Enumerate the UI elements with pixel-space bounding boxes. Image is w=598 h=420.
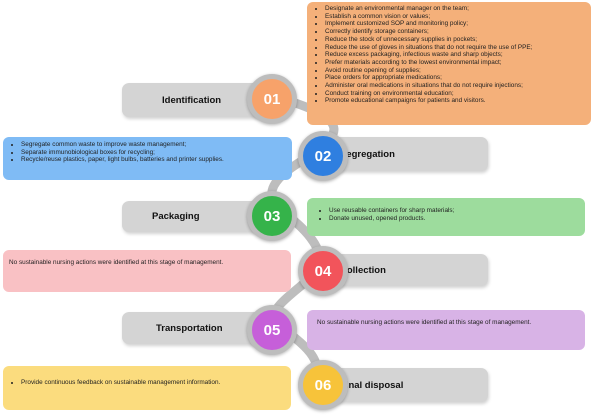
segregation-actions-list: Segregate common waste to improve waste …	[9, 141, 286, 164]
list-item: Establish a common vision or values;	[325, 13, 587, 21]
step-03-circle: 03	[247, 191, 297, 241]
list-item: Recycle/reuse plastics, paper, light bul…	[21, 156, 286, 164]
list-item: Provide continuous feedback on sustainab…	[21, 379, 285, 387]
segregation-actions-box: Segregate common waste to improve waste …	[3, 137, 292, 180]
list-item: Prefer materials according to the lowest…	[325, 59, 587, 67]
list-item: Administer oral medications in situation…	[325, 82, 587, 90]
final-disposal-actions-list: Provide continuous feedback on sustainab…	[9, 379, 285, 387]
list-item: Conduct training on environmental educat…	[325, 90, 587, 98]
list-item: Donate unused, opened products.	[329, 215, 579, 223]
list-item: Place orders for appropriate medications…	[325, 74, 587, 82]
step-02-circle: 02	[298, 131, 348, 181]
transportation-note: No sustainable nursing actions were iden…	[317, 319, 532, 326]
step-05-number: 05	[263, 321, 281, 339]
list-item: Reduce the use of gloves in situations t…	[325, 44, 587, 52]
final-disposal-label-text: Final disposal	[340, 379, 404, 391]
segregation-label-text: Segregation	[340, 148, 395, 160]
step-06-circle: 06	[298, 360, 348, 410]
identification-actions-list: Designate an environmental manager on th…	[313, 5, 587, 105]
step-01-number: 01	[263, 90, 281, 108]
step-04-number: 04	[314, 262, 332, 280]
collection-note-box: No sustainable nursing actions were iden…	[3, 250, 291, 292]
step-03-number: 03	[263, 207, 281, 225]
step-06-number: 06	[314, 376, 332, 394]
step-04-circle: 04	[298, 246, 348, 296]
list-item: Designate an environmental manager on th…	[325, 5, 587, 13]
transportation-label-text: Transportation	[156, 322, 223, 334]
packaging-label-text: Packaging	[152, 211, 200, 222]
list-item: Reduce excess packaging, infectious wast…	[325, 51, 587, 59]
list-item: Separate immunobiological boxes for recy…	[21, 149, 286, 157]
list-item: Segregate common waste to improve waste …	[21, 141, 286, 149]
identification-actions-box: Designate an environmental manager on th…	[307, 2, 591, 125]
list-item: Avoid routine opening of supplies;	[325, 67, 587, 75]
collection-note: No sustainable nursing actions were iden…	[9, 259, 224, 266]
list-item: Reduce the stock of unnecessary supplies…	[325, 36, 587, 44]
identification-label-text: Identification	[162, 94, 222, 106]
step-01-circle: 01	[247, 74, 297, 124]
packaging-actions-list: Use reusable containers for sharp materi…	[317, 207, 579, 222]
step-02-number: 02	[314, 147, 332, 165]
packaging-actions-box: Use reusable containers for sharp materi…	[307, 198, 585, 236]
final-disposal-actions-box: Provide continuous feedback on sustainab…	[3, 366, 291, 410]
step-05-circle: 05	[247, 305, 297, 355]
collection-label-text: Collection	[340, 264, 386, 276]
list-item: Correctly identify storage containers;	[325, 28, 587, 36]
list-item: Promote educational campaigns for patien…	[325, 97, 587, 105]
list-item: Implement customized SOP and monitoring …	[325, 20, 587, 28]
list-item: Use reusable containers for sharp materi…	[329, 207, 579, 215]
transportation-note-box: No sustainable nursing actions were iden…	[307, 310, 585, 350]
